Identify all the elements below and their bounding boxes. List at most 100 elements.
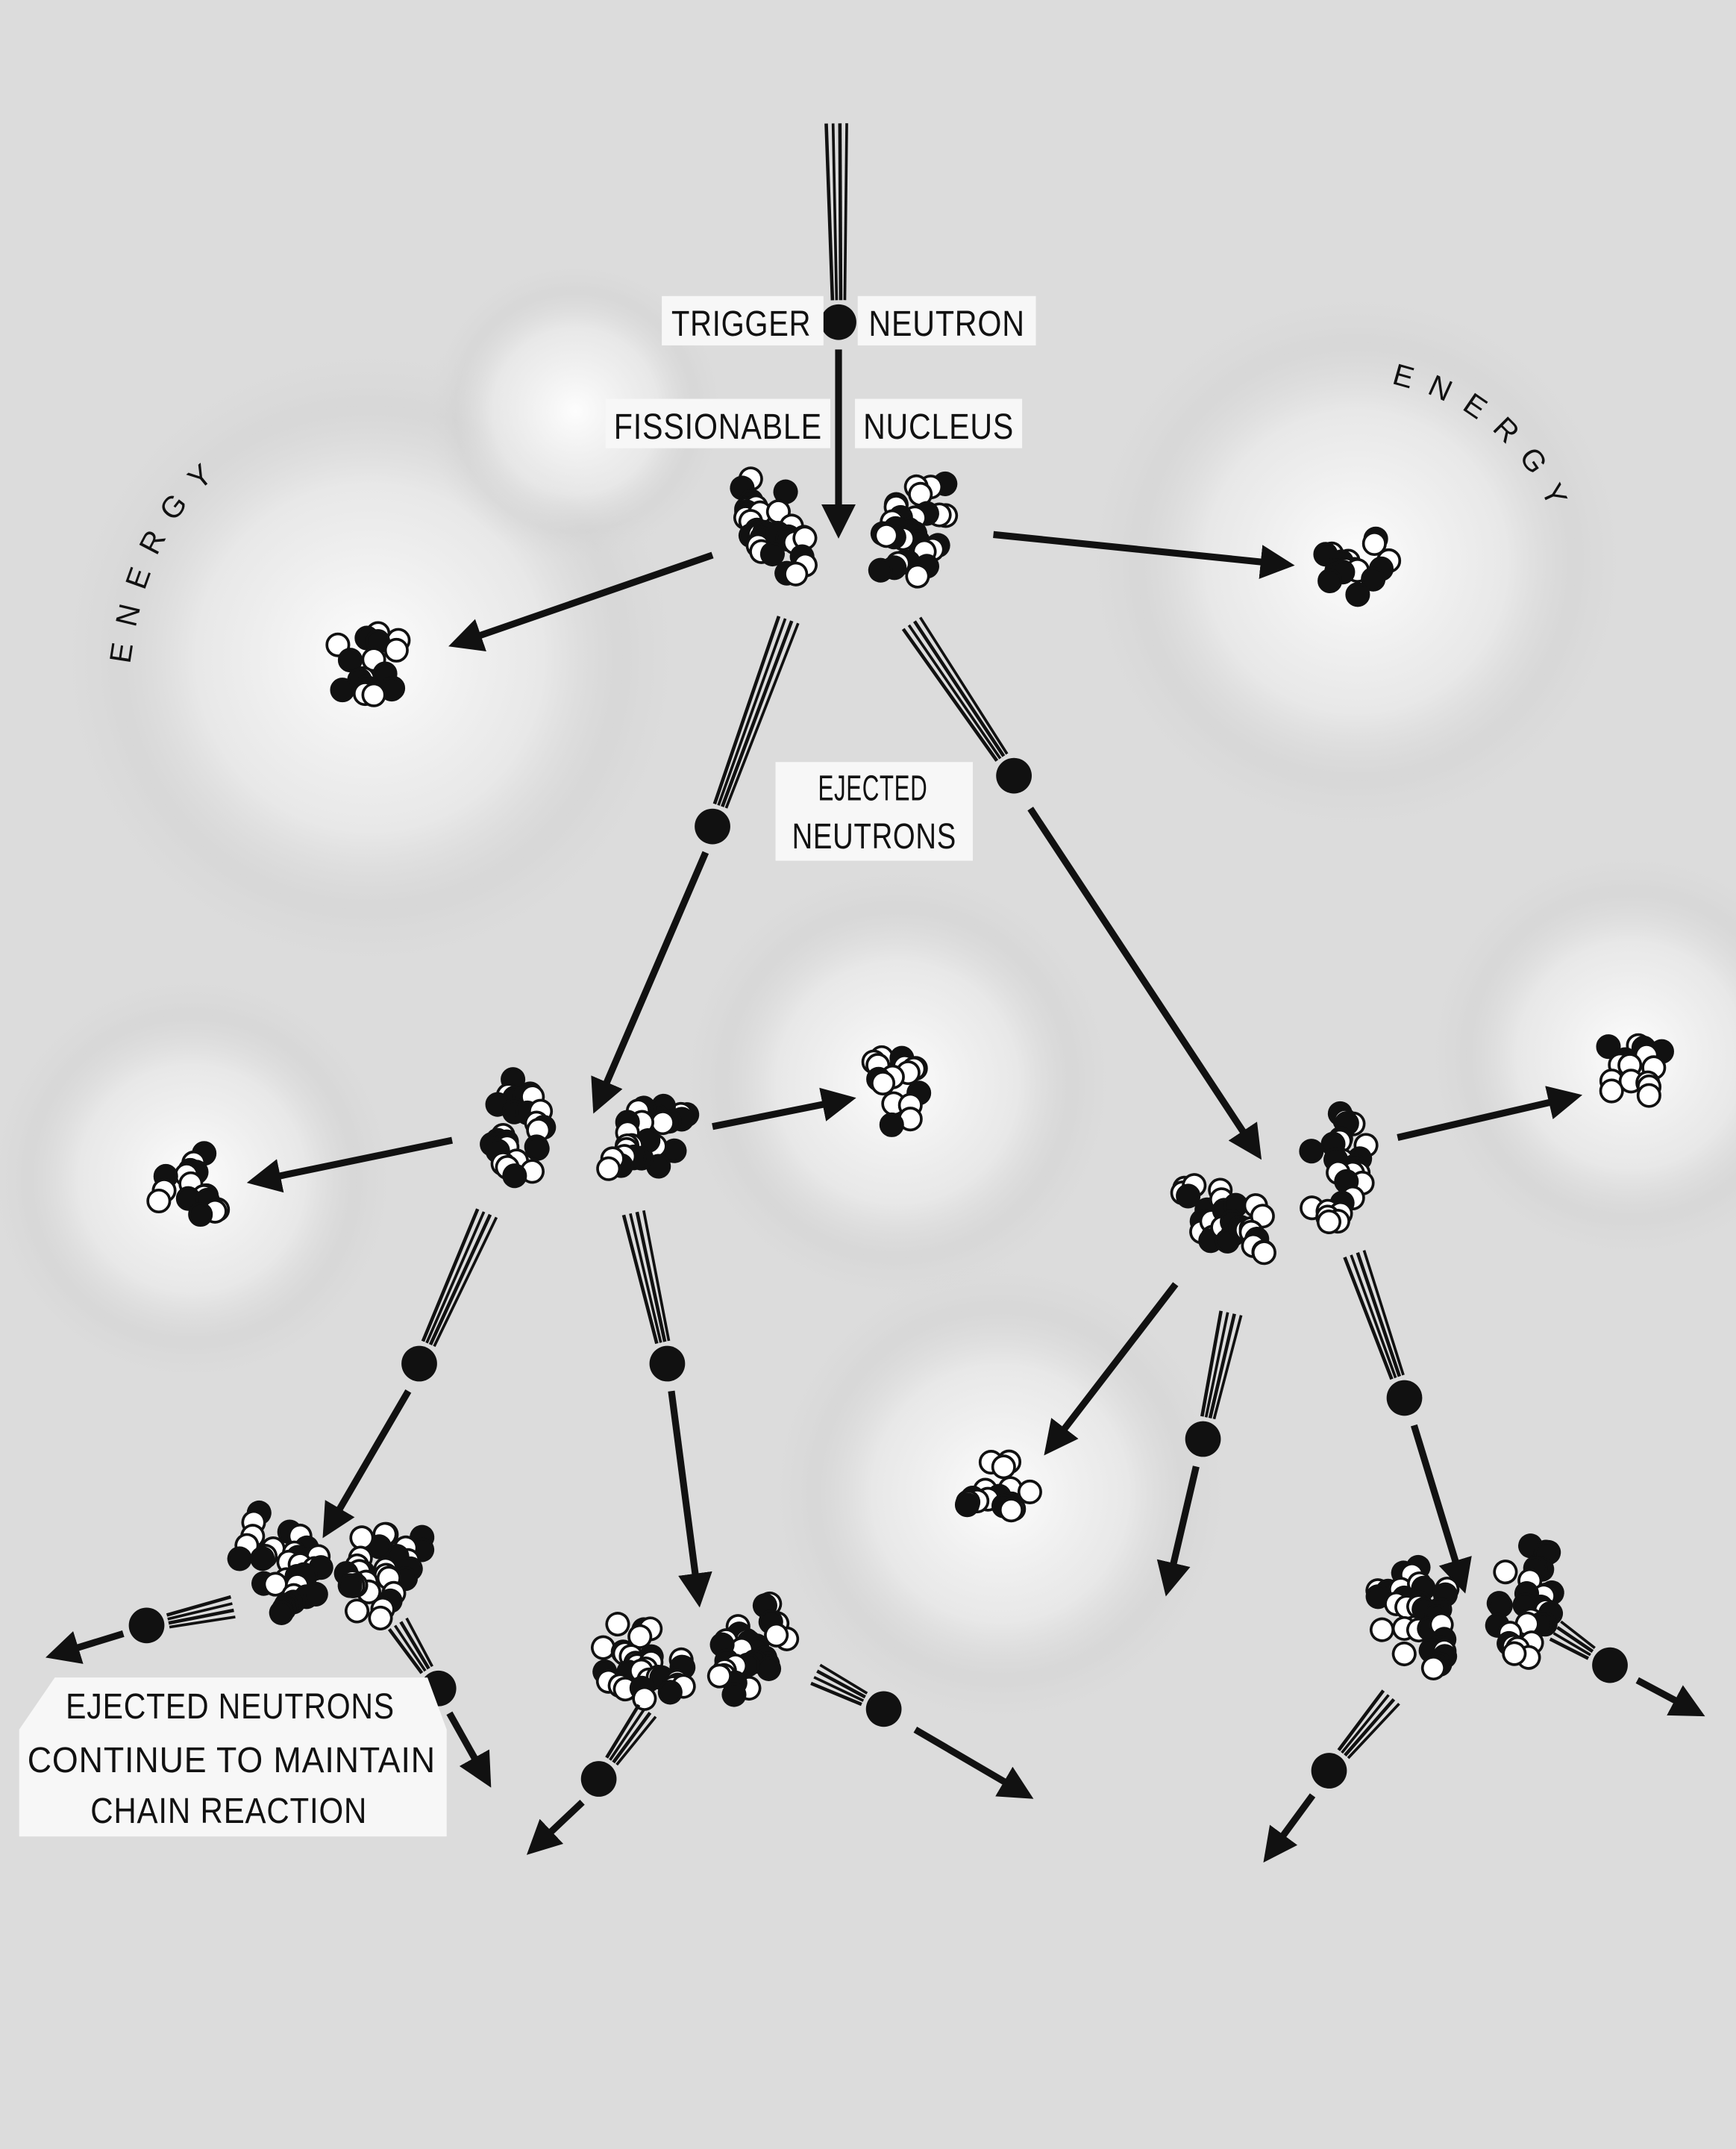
fissionable-nucleus-right-half (868, 471, 959, 589)
neutron-particle (591, 1635, 616, 1660)
fission-fragment (861, 1045, 932, 1137)
neutron-path-arrow (322, 1389, 412, 1539)
label-neutron: NEUTRON (857, 295, 1036, 345)
proton-particle (759, 541, 785, 567)
proton-particle (908, 481, 933, 507)
neutron-particle (502, 1163, 527, 1189)
motion-trail (615, 1715, 657, 1766)
label-continue-chain-reaction: EJECTED NEUTRONS CONTINUE TO MAINTAIN CH… (19, 1677, 447, 1837)
motion-trail (433, 1216, 498, 1348)
neutron-dot (996, 757, 1032, 794)
ejected-neutron (401, 1208, 498, 1382)
proton-particle (250, 1546, 275, 1571)
label-fissionable: FISSIONABLE (605, 398, 830, 448)
motion-trail (425, 1211, 486, 1344)
motion-trail (838, 123, 843, 301)
motion-trail (824, 123, 835, 301)
svg-text:FISSIONABLE: FISSIONABLE (614, 407, 822, 447)
neutron-particle (368, 1605, 393, 1630)
neutron-particle (1596, 1034, 1621, 1060)
proton-particle (998, 1498, 1024, 1523)
motion-trail (167, 1602, 233, 1621)
ejected-neutron (128, 1595, 236, 1644)
neutron-path-arrow (591, 851, 709, 1114)
ejected-neutron (901, 616, 1032, 794)
nucleus-half (591, 1612, 696, 1711)
nucleus-half (480, 1067, 557, 1189)
nucleus-half (227, 1500, 333, 1625)
proton-particle (337, 1573, 363, 1598)
ejected-neutron (810, 1663, 902, 1727)
svg-text:NEUTRON: NEUTRON (868, 304, 1024, 344)
ejected-neutron (1549, 1620, 1628, 1683)
neutron-particle (1345, 582, 1370, 607)
energy-fragment-arrow (712, 1087, 856, 1130)
motion-trail (421, 1208, 480, 1342)
motion-trail (810, 1681, 862, 1707)
motion-trail (166, 1595, 232, 1617)
nucleus-half (1299, 1101, 1379, 1235)
energy-fragment-arrow (1397, 1086, 1583, 1141)
motion-trail (1549, 1637, 1590, 1660)
fission-fragment (1596, 1033, 1674, 1108)
fissionable-nucleus-left-half (730, 466, 818, 586)
motion-trail (169, 1615, 236, 1629)
neutron-particle (1493, 1560, 1518, 1585)
motion-trail (405, 1617, 433, 1668)
ejected-neutron (580, 1704, 657, 1797)
motion-trail (1343, 1257, 1394, 1380)
motion-trail (1350, 1254, 1397, 1379)
neutron-dot (580, 1761, 617, 1797)
motion-trail (1356, 1252, 1402, 1377)
nucleus-half (1170, 1173, 1276, 1266)
motion-trail (1200, 1310, 1223, 1417)
motion-trail (843, 123, 848, 301)
motion-trail (1347, 1702, 1400, 1759)
motion-trail (813, 1676, 865, 1702)
fission-fragment (325, 621, 411, 707)
ejected-neutron (695, 616, 800, 845)
motion-trail (816, 1669, 866, 1699)
svg-text:EJECTED NEUTRONS: EJECTED NEUTRONS (66, 1687, 395, 1727)
motion-trail (1362, 1250, 1405, 1376)
neutron-path-arrow (46, 1630, 125, 1664)
neutron-particle (1361, 531, 1387, 557)
neutron-dot (821, 304, 856, 340)
fission-fragment (954, 1449, 1042, 1523)
proton-particle (1017, 1479, 1042, 1504)
svg-text:CHAIN REACTION: CHAIN REACTION (90, 1792, 367, 1831)
motion-trail (393, 1624, 427, 1672)
neutron-dot (1592, 1647, 1628, 1683)
neutron-particle (1317, 568, 1343, 593)
neutron-path-arrow (526, 1799, 585, 1855)
label-trigger: TRIGGER (662, 295, 824, 345)
neutron-particle (146, 1188, 172, 1214)
motion-trail (1337, 1689, 1385, 1751)
motion-trail (635, 1211, 667, 1342)
motion-trail (712, 616, 781, 805)
motion-trail (621, 1214, 659, 1345)
neutron-particle (345, 1598, 370, 1624)
nucleus-half (706, 1591, 800, 1707)
motion-trail (1560, 1620, 1596, 1649)
nucleus-half (1365, 1554, 1460, 1681)
neutron-dot (128, 1607, 165, 1644)
nucleus-half (1485, 1533, 1564, 1670)
svg-text:TRIGGER: TRIGGER (671, 304, 811, 344)
proton-particle (524, 1136, 550, 1161)
energy-fragment-arrow (993, 531, 1295, 579)
neutron-path-arrow (1156, 1465, 1200, 1597)
motion-trail (721, 620, 794, 807)
neutron-dot (865, 1691, 902, 1727)
proton-particle (330, 678, 355, 703)
proton-particle (227, 1546, 252, 1571)
motion-trail (1212, 1315, 1243, 1420)
motion-trail (901, 628, 999, 762)
motion-trail (399, 1621, 430, 1670)
neutron-particle (721, 1682, 747, 1707)
neutron-particle (874, 523, 899, 548)
energy-fragment-arrow (246, 1136, 454, 1193)
motion-trail (642, 1210, 671, 1342)
motion-trail (918, 616, 1009, 755)
